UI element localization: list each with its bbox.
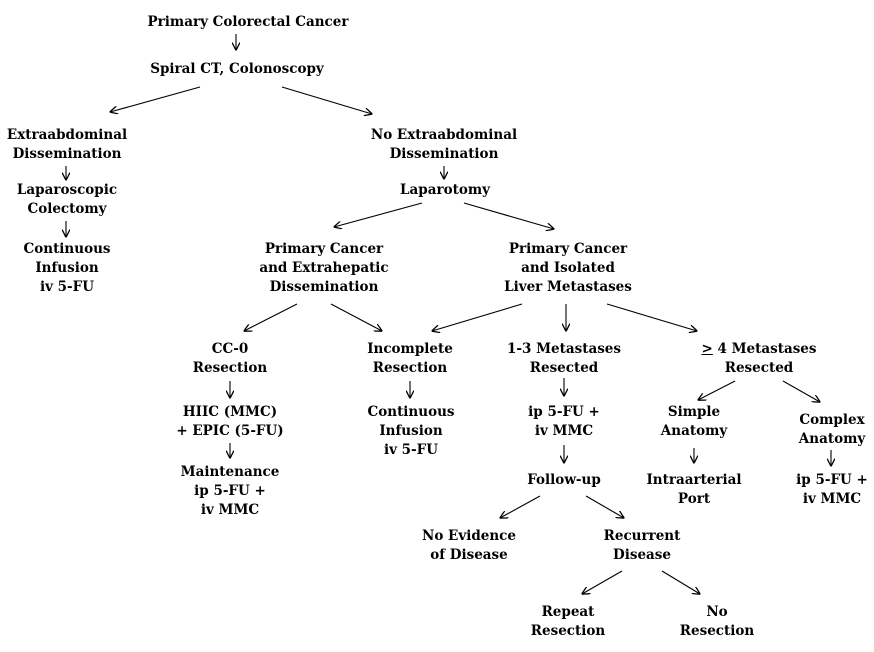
node-intraarterial-port: Intraarterial Port [646,471,741,509]
node-line: Dissemination [12,146,122,162]
node-spiral-ct-colonoscopy: Spiral CT, Colonoscopy [150,60,324,79]
node-line: Primary Cancer [264,241,384,257]
node-line: Continuous [367,404,455,420]
node-extraabdominal-dissemination: Extraabdominal Dissemination [7,126,127,164]
node-line: > 4 Metastases [702,340,817,359]
node-line: Infusion [35,260,99,276]
arrow-m4-complex [782,380,820,402]
node-line-text: 4 Metastases [712,341,817,357]
node-hiic-epic: HIIC (MMC) + EPIC (5-FU) [176,403,283,441]
node-ip-5fu-iv-mmc-1: ip 5-FU + iv MMC [528,403,600,441]
node-line: of Disease [430,547,508,563]
node-continuous-infusion-middle: Continuous Infusion iv 5-FU [368,403,455,460]
node-ip-5fu-iv-mmc-2: ip 5-FU + iv MMC [796,471,868,509]
arrow-lapar-pcextra [334,202,423,227]
node-line: Resection [192,360,268,376]
node-no-evidence-of-disease: No Evidence of Disease [422,527,516,565]
node-line: Laparoscopic [16,182,118,198]
arrow-recurrent-repeat [582,570,623,594]
node-4-metastases-resected: > 4 Metastases Resected [702,340,817,378]
arrow-lapar-pciso [463,202,554,229]
node-maintenance: Maintenance ip 5-FU + iv MMC [181,463,280,520]
node-line: Colectomy [27,201,107,217]
node-line: iv MMC [534,423,594,439]
node-line: Liver Metastases [504,279,632,295]
arrow-spiral-extra [110,86,201,112]
node-incomplete-resection: Incomplete Resection [367,340,453,378]
node-line: ip 5-FU + [528,404,600,420]
node-primary-colorectal-cancer: Primary Colorectal Cancer [148,13,349,32]
node-line: Incomplete [367,341,453,357]
node-line: HIIC (MMC) [182,404,278,420]
node-line: 1-3 Metastases [507,341,621,357]
node-complex-anatomy: Complex Anatomy [799,411,865,449]
node-line: CC-0 [211,341,249,357]
arrow-followup-ned [500,495,541,518]
node-line: ip 5-FU + [796,472,868,488]
node-simple-anatomy: Simple Anatomy [661,403,727,441]
node-line: Resection [372,360,448,376]
node-line: Spiral CT, Colonoscopy [150,61,324,77]
node-repeat-resection: Repeat Resection [531,603,605,641]
node-line: iv MMC [802,491,862,507]
arrow-pcextra-incomplete [330,303,382,331]
node-line: Recurrent [603,528,681,544]
arrow-recurrent-noresect [661,570,700,594]
arrow-pcextra-cc0 [244,303,298,331]
node-no-extraabdominal-dissemination: No Extraabdominal Dissemination [371,126,517,164]
node-line: + EPIC (5-FU) [176,423,284,439]
node-line: iv MMC [200,502,260,518]
node-follow-up: Follow-up [527,471,601,490]
node-line: Resection [679,623,755,639]
node-line: Anatomy [798,431,866,447]
node-line: Dissemination [389,146,499,162]
node-line: Follow-up [527,472,601,488]
node-line: Resection [530,623,606,639]
node-cc0-resection: CC-0 Resection [193,340,267,378]
node-no-resection: No Resection [680,603,754,641]
node-continuous-infusion-left: Continuous Infusion iv 5-FU [24,240,111,297]
node-primary-cancer-extrahepatic: Primary Cancer and Extrahepatic Dissemin… [259,240,388,297]
node-line: Disease [613,547,671,563]
node-line: Primary Colorectal Cancer [147,14,349,30]
arrow-pciso-m4 [606,303,697,331]
node-1-3-metastases-resected: 1-3 Metastases Resected [507,340,621,378]
node-line: iv 5-FU [39,279,95,295]
node-line: Resected [529,360,599,376]
node-line: Dissemination [269,279,379,295]
node-line: ip 5-FU + [194,483,266,499]
node-line: Resected [724,360,794,376]
arrow-followup-recurrent [585,495,624,518]
node-line: Simple [667,404,721,420]
node-line: Maintenance [180,464,280,480]
node-recurrent-disease: Recurrent Disease [604,527,681,565]
node-laparoscopic-colectomy: Laparoscopic Colectomy [17,181,117,219]
arrow-spiral-noextra [281,86,372,114]
node-line: Primary Cancer [508,241,628,257]
arrow-pciso-incomplete [432,303,523,331]
node-line: Repeat [541,604,595,620]
node-line: Complex [799,412,865,428]
node-line: No Extraabdominal [370,127,518,143]
node-primary-cancer-isolated-liver: Primary Cancer and Isolated Liver Metast… [504,240,632,297]
node-line: Port [677,491,711,507]
node-line: Infusion [379,423,443,439]
node-line: and Isolated [521,260,615,276]
node-line: Intraarterial [646,472,742,488]
node-line: Anatomy [660,423,728,439]
node-line: No Evidence [422,528,516,544]
greater-equal-sign: > [701,341,713,357]
node-line: iv 5-FU [383,442,439,458]
node-line: Continuous [23,241,111,257]
node-line: No [706,604,728,620]
node-laparotomy: Laparotomy [400,181,490,200]
node-line: Laparotomy [400,182,490,198]
node-line: Extraabdominal [6,127,128,143]
arrow-m4-simple [698,380,736,400]
node-line: and Extrahepatic [259,260,389,276]
